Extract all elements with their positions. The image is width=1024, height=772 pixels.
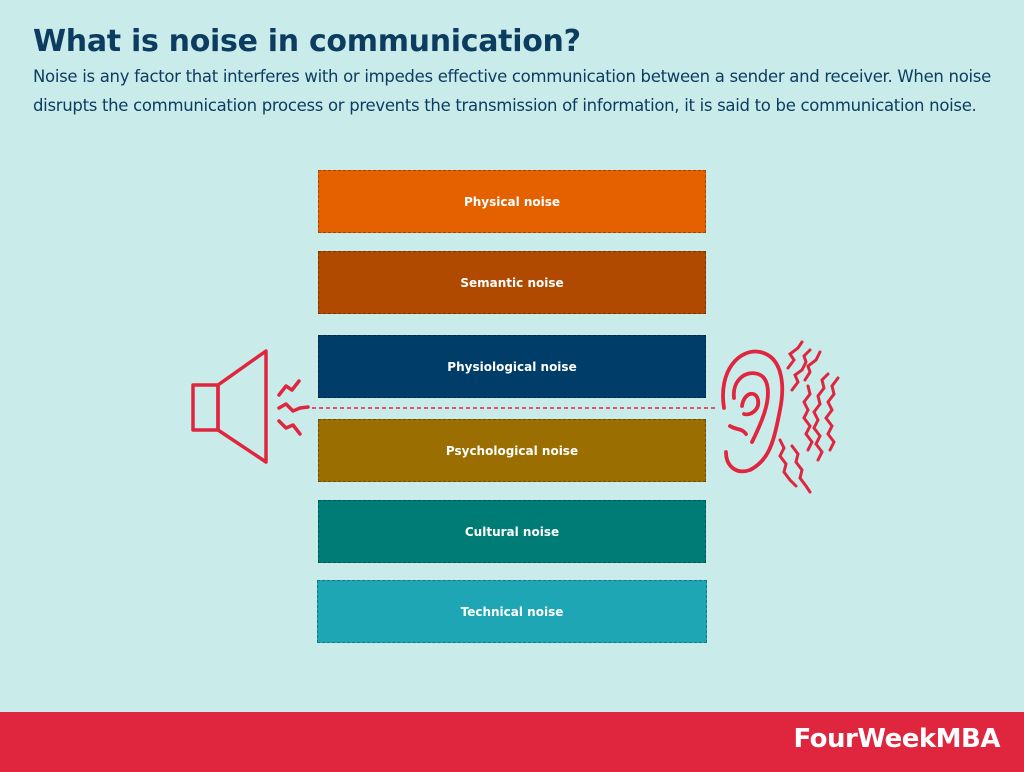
- speaker-icon: [191, 349, 310, 464]
- box-physical-noise: Physical noise: [318, 170, 706, 233]
- page-description: Noise is any factor that interferes with…: [33, 67, 991, 115]
- box-label: Physical noise: [463, 194, 561, 209]
- box-psychological-noise: Psychological noise: [318, 419, 706, 482]
- dashed-connector-line: [312, 407, 715, 409]
- ear-icon: [721, 340, 840, 494]
- box-label: Semantic noise: [460, 275, 564, 290]
- box-technical-noise: Technical noise: [317, 580, 707, 643]
- box-cultural-noise: Cultural noise: [318, 500, 706, 563]
- brand-logo: FourWeekMBA: [793, 724, 1000, 754]
- page-title: What is noise in communication?: [33, 24, 581, 59]
- box-label: Physiological noise: [447, 359, 577, 374]
- box-physiological-noise: Physiological noise: [318, 335, 706, 398]
- box-label: Psychological noise: [445, 443, 579, 458]
- box-label: Cultural noise: [464, 524, 560, 539]
- box-label: Technical noise: [460, 604, 564, 619]
- box-semantic-noise: Semantic noise: [318, 251, 706, 314]
- footer-bar: FourWeekMBA: [0, 712, 1024, 772]
